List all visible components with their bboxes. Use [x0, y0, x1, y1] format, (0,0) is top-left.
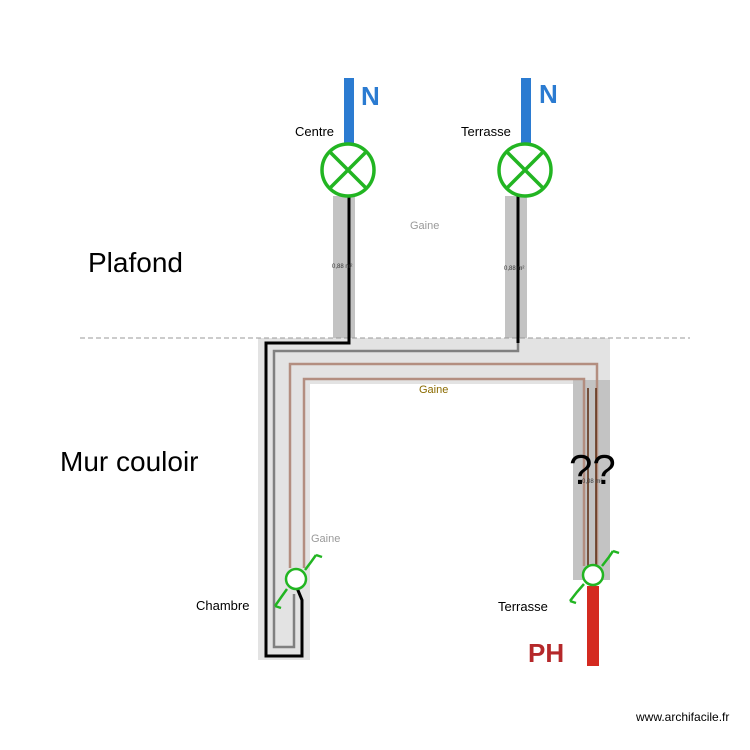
duct-size-terrasse: 0,88 m² — [504, 266, 525, 272]
switch-icon — [273, 553, 323, 610]
lamp-icon — [497, 142, 553, 198]
duct-label-bedroom: Gaine — [311, 533, 341, 545]
watermark: www.archifacile.fr — [636, 710, 730, 724]
wall-duct-right-dark — [573, 380, 610, 580]
wire-brown-outer — [288, 362, 599, 568]
neutral-label-terrasse: N — [539, 79, 558, 109]
lamp-icon — [320, 142, 376, 198]
zone-label-ceiling: Plafond — [88, 247, 183, 278]
neutral-wire-terrasse — [521, 78, 531, 144]
wall-duct-horizontal — [258, 338, 610, 384]
zone-label-wall: Mur couloir — [60, 446, 199, 477]
wall-duct-right-vertical — [573, 338, 610, 380]
phase-wire — [587, 586, 599, 666]
duct-size-right: 0,08 m² — [582, 479, 603, 485]
lamp-label-terrasse: Terrasse — [461, 124, 511, 139]
wire-brown-inner — [302, 377, 586, 568]
duct-label-ceiling: Gaine — [410, 220, 440, 232]
neutral-wire-centre — [344, 78, 354, 144]
lamp-label-centre: Centre — [295, 124, 335, 139]
wire-grey-terrasse — [272, 196, 520, 649]
duct-label-wall: Gaine — [419, 384, 449, 396]
ceiling-duct-right — [505, 196, 527, 340]
phase-label: PH — [528, 638, 565, 668]
neutral-label-centre: N — [361, 81, 380, 111]
duct-size-centre: 0,88 m² — [332, 264, 353, 270]
switch-label-chambre: Chambre — [196, 598, 250, 613]
switch-icon — [569, 549, 620, 605]
switch-label-terrasse: Terrasse — [498, 599, 548, 614]
unknown-marker: ?? — [569, 446, 616, 493]
